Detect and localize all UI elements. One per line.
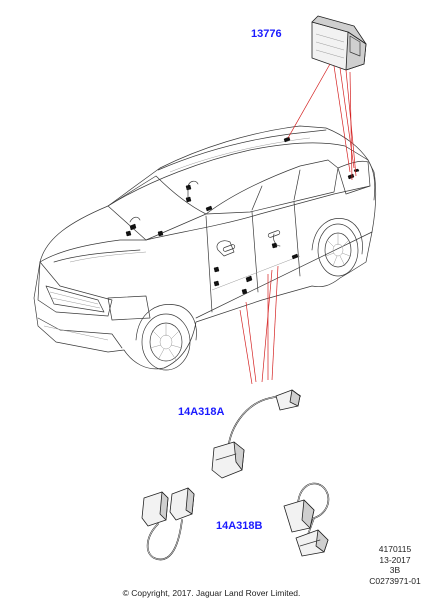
- reference-line-1: 4170115: [378, 544, 412, 554]
- leader-lines: [239, 63, 357, 385]
- reference-line-4: C0273971-01: [369, 575, 421, 586]
- harness-14A318B-illustration: [141, 482, 330, 561]
- copyright-notice: © Copyright, 2017. Jaguar Land Rover Lim…: [122, 588, 301, 598]
- module-13776-illustration: [311, 15, 367, 71]
- reference-line-3: 3B: [389, 565, 401, 576]
- part-number-14A318B[interactable]: 14A318B: [216, 520, 263, 532]
- harness-14A318A-illustration: [211, 389, 301, 479]
- part-number-14A318A[interactable]: 14A318A: [178, 406, 225, 418]
- reference-line-2: 13-2017: [379, 554, 411, 565]
- diagram-reference: 4170115 13-2017 3B C0273971-01: [368, 544, 422, 587]
- vehicle-outline: [33, 125, 377, 371]
- part-number-13776[interactable]: 13776: [251, 28, 282, 40]
